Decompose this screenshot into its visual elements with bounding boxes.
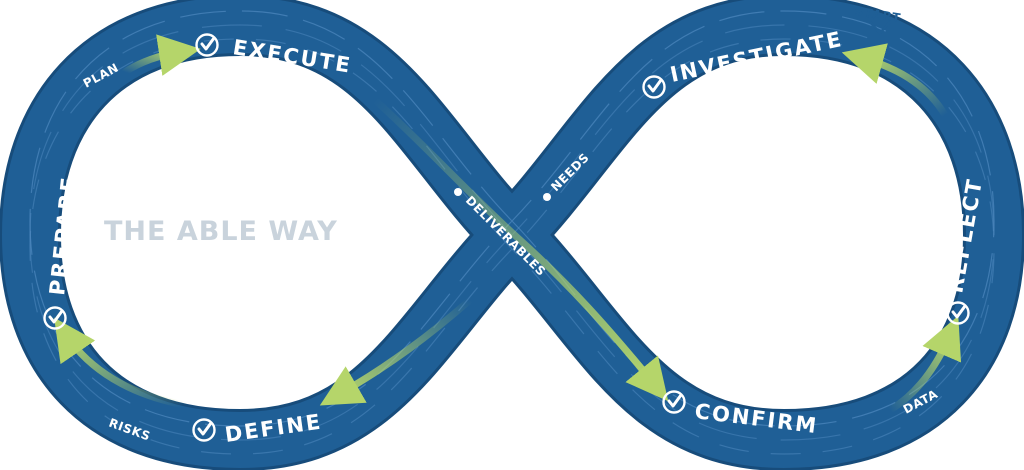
arrow-icon xyxy=(841,43,949,119)
flow-arrows xyxy=(54,34,962,414)
diagram-title: THE ABLE WAY xyxy=(104,216,338,247)
arrow-icon xyxy=(371,96,669,402)
arrow-icon xyxy=(886,315,962,414)
start-marker-icon xyxy=(869,21,891,35)
arrow-icon xyxy=(54,317,189,409)
deliverables-dot xyxy=(454,188,462,196)
arrow-icon xyxy=(121,34,201,76)
arrow-icon xyxy=(319,296,474,406)
needs-dot xyxy=(543,193,551,201)
